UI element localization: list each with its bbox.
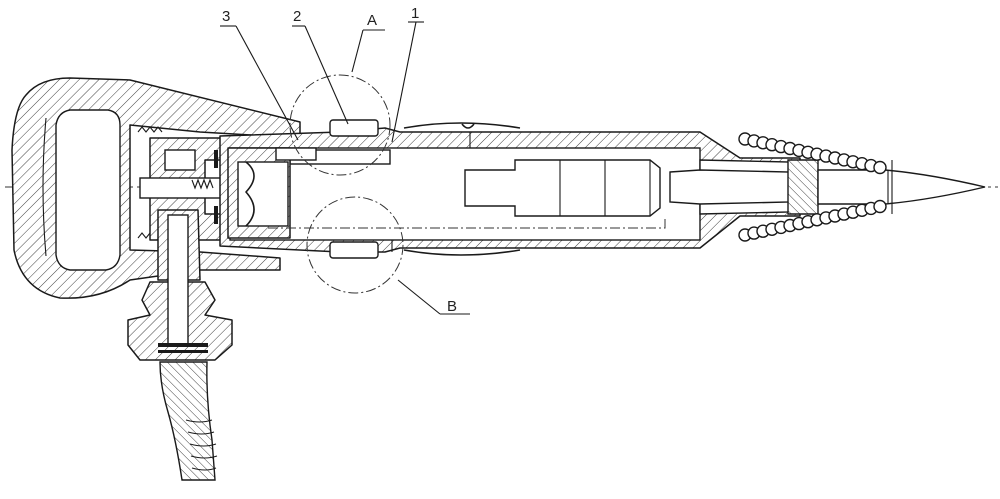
- label-part-3: 3: [222, 8, 230, 25]
- retainer-coil: [738, 132, 887, 242]
- detail-circle-b: [306, 196, 404, 294]
- piston: [464, 159, 661, 217]
- label-part-1: 1: [411, 5, 419, 22]
- air-hose: [159, 361, 218, 481]
- coil-ball: [873, 199, 887, 214]
- coil-ball: [873, 160, 887, 175]
- body-collars: [329, 119, 521, 259]
- chisel-shank: [669, 159, 819, 215]
- detail-circle-a: [289, 74, 391, 176]
- chisel-bit: [817, 160, 986, 214]
- inner-sleeve: [227, 147, 318, 239]
- leader-lines: [220, 21, 470, 315]
- label-detail-a: A: [367, 12, 377, 29]
- label-detail-b: B: [447, 298, 457, 315]
- d-handle: [11, 77, 301, 299]
- label-part-2: 2: [293, 8, 301, 25]
- air-inlet-fitting: [127, 209, 233, 361]
